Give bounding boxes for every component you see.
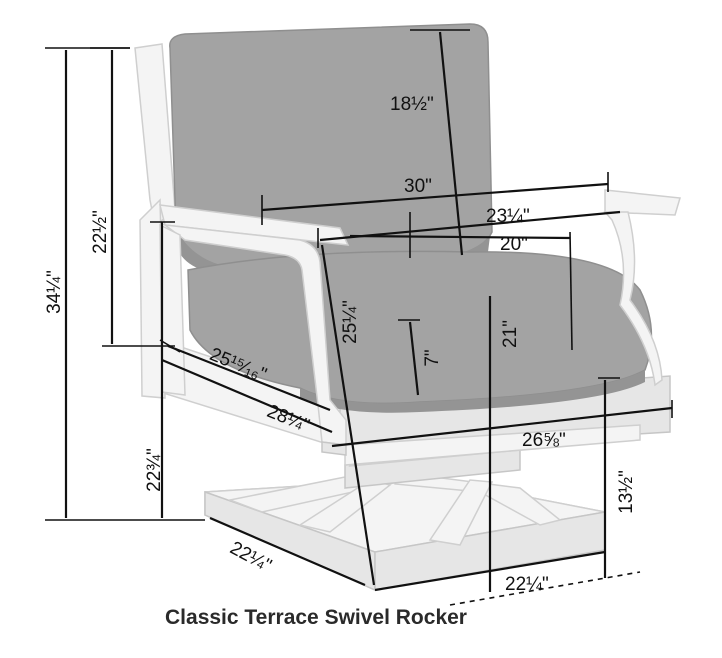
front-height-to-seat-label: 21" xyxy=(500,320,521,348)
left-arm xyxy=(159,204,350,456)
back-frame xyxy=(134,43,176,399)
seat-front-width-label: 26⅝" xyxy=(522,430,566,451)
back-cushion-height-label: 18½" xyxy=(390,94,434,115)
back-height-label: 22½" xyxy=(90,210,111,254)
dimension-lines xyxy=(45,29,673,606)
seat-depth-label: 20" xyxy=(500,234,528,255)
overall-width-label: 30" xyxy=(404,176,432,197)
product-title: Classic Terrace Swivel Rocker xyxy=(165,606,467,629)
arm-height-label: 22¾" xyxy=(144,448,165,492)
width-between-arms-label: 23¼" xyxy=(486,206,530,227)
seat-back-depth-label: 25¼" xyxy=(340,300,361,344)
overall-height-label: 34¼" xyxy=(44,270,65,314)
base-width-label: 22¼" xyxy=(505,574,549,595)
swivel-base xyxy=(204,435,606,592)
seat-height-label: 13½" xyxy=(616,470,637,514)
right-arm xyxy=(603,189,681,387)
seat-cushion-thickness-label: 7" xyxy=(422,349,443,366)
